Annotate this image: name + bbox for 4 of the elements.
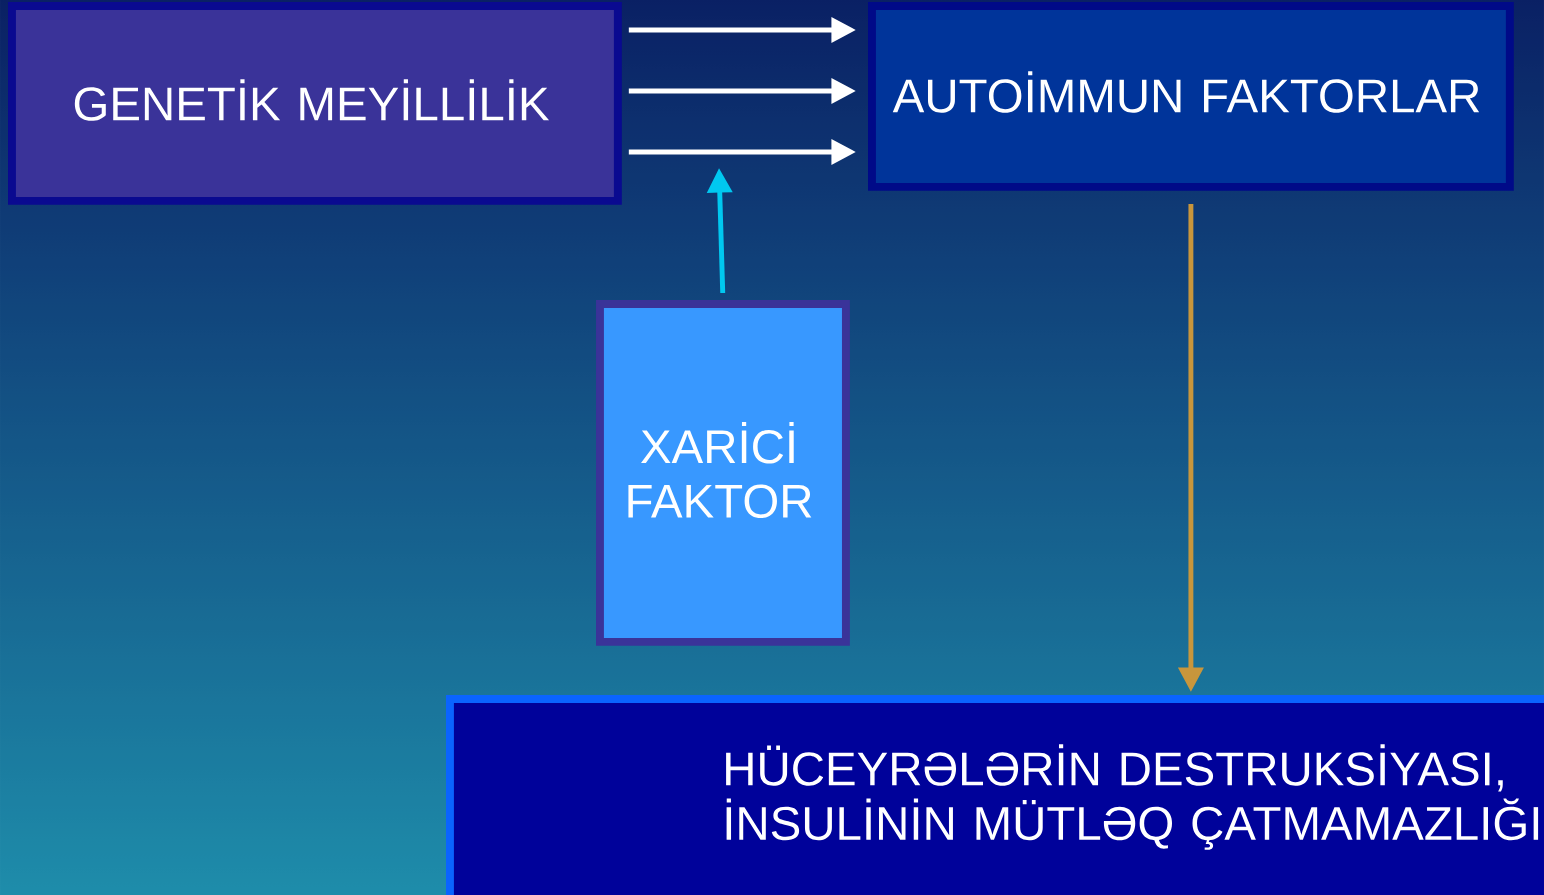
process-box: XARİCİ FAKTOR	[596, 300, 850, 646]
process-box: HÜCEYRƏLƏRİN DESTRUKSİYASI, İNSULİNİN MÜTLƏQ ÇATMAMAZLIĞI	[446, 695, 1544, 895]
process-box: GENETİK MEYİLLİLİK	[8, 2, 622, 205]
process-box: AUTOİMMUN FAKTORLAR	[868, 2, 1514, 191]
